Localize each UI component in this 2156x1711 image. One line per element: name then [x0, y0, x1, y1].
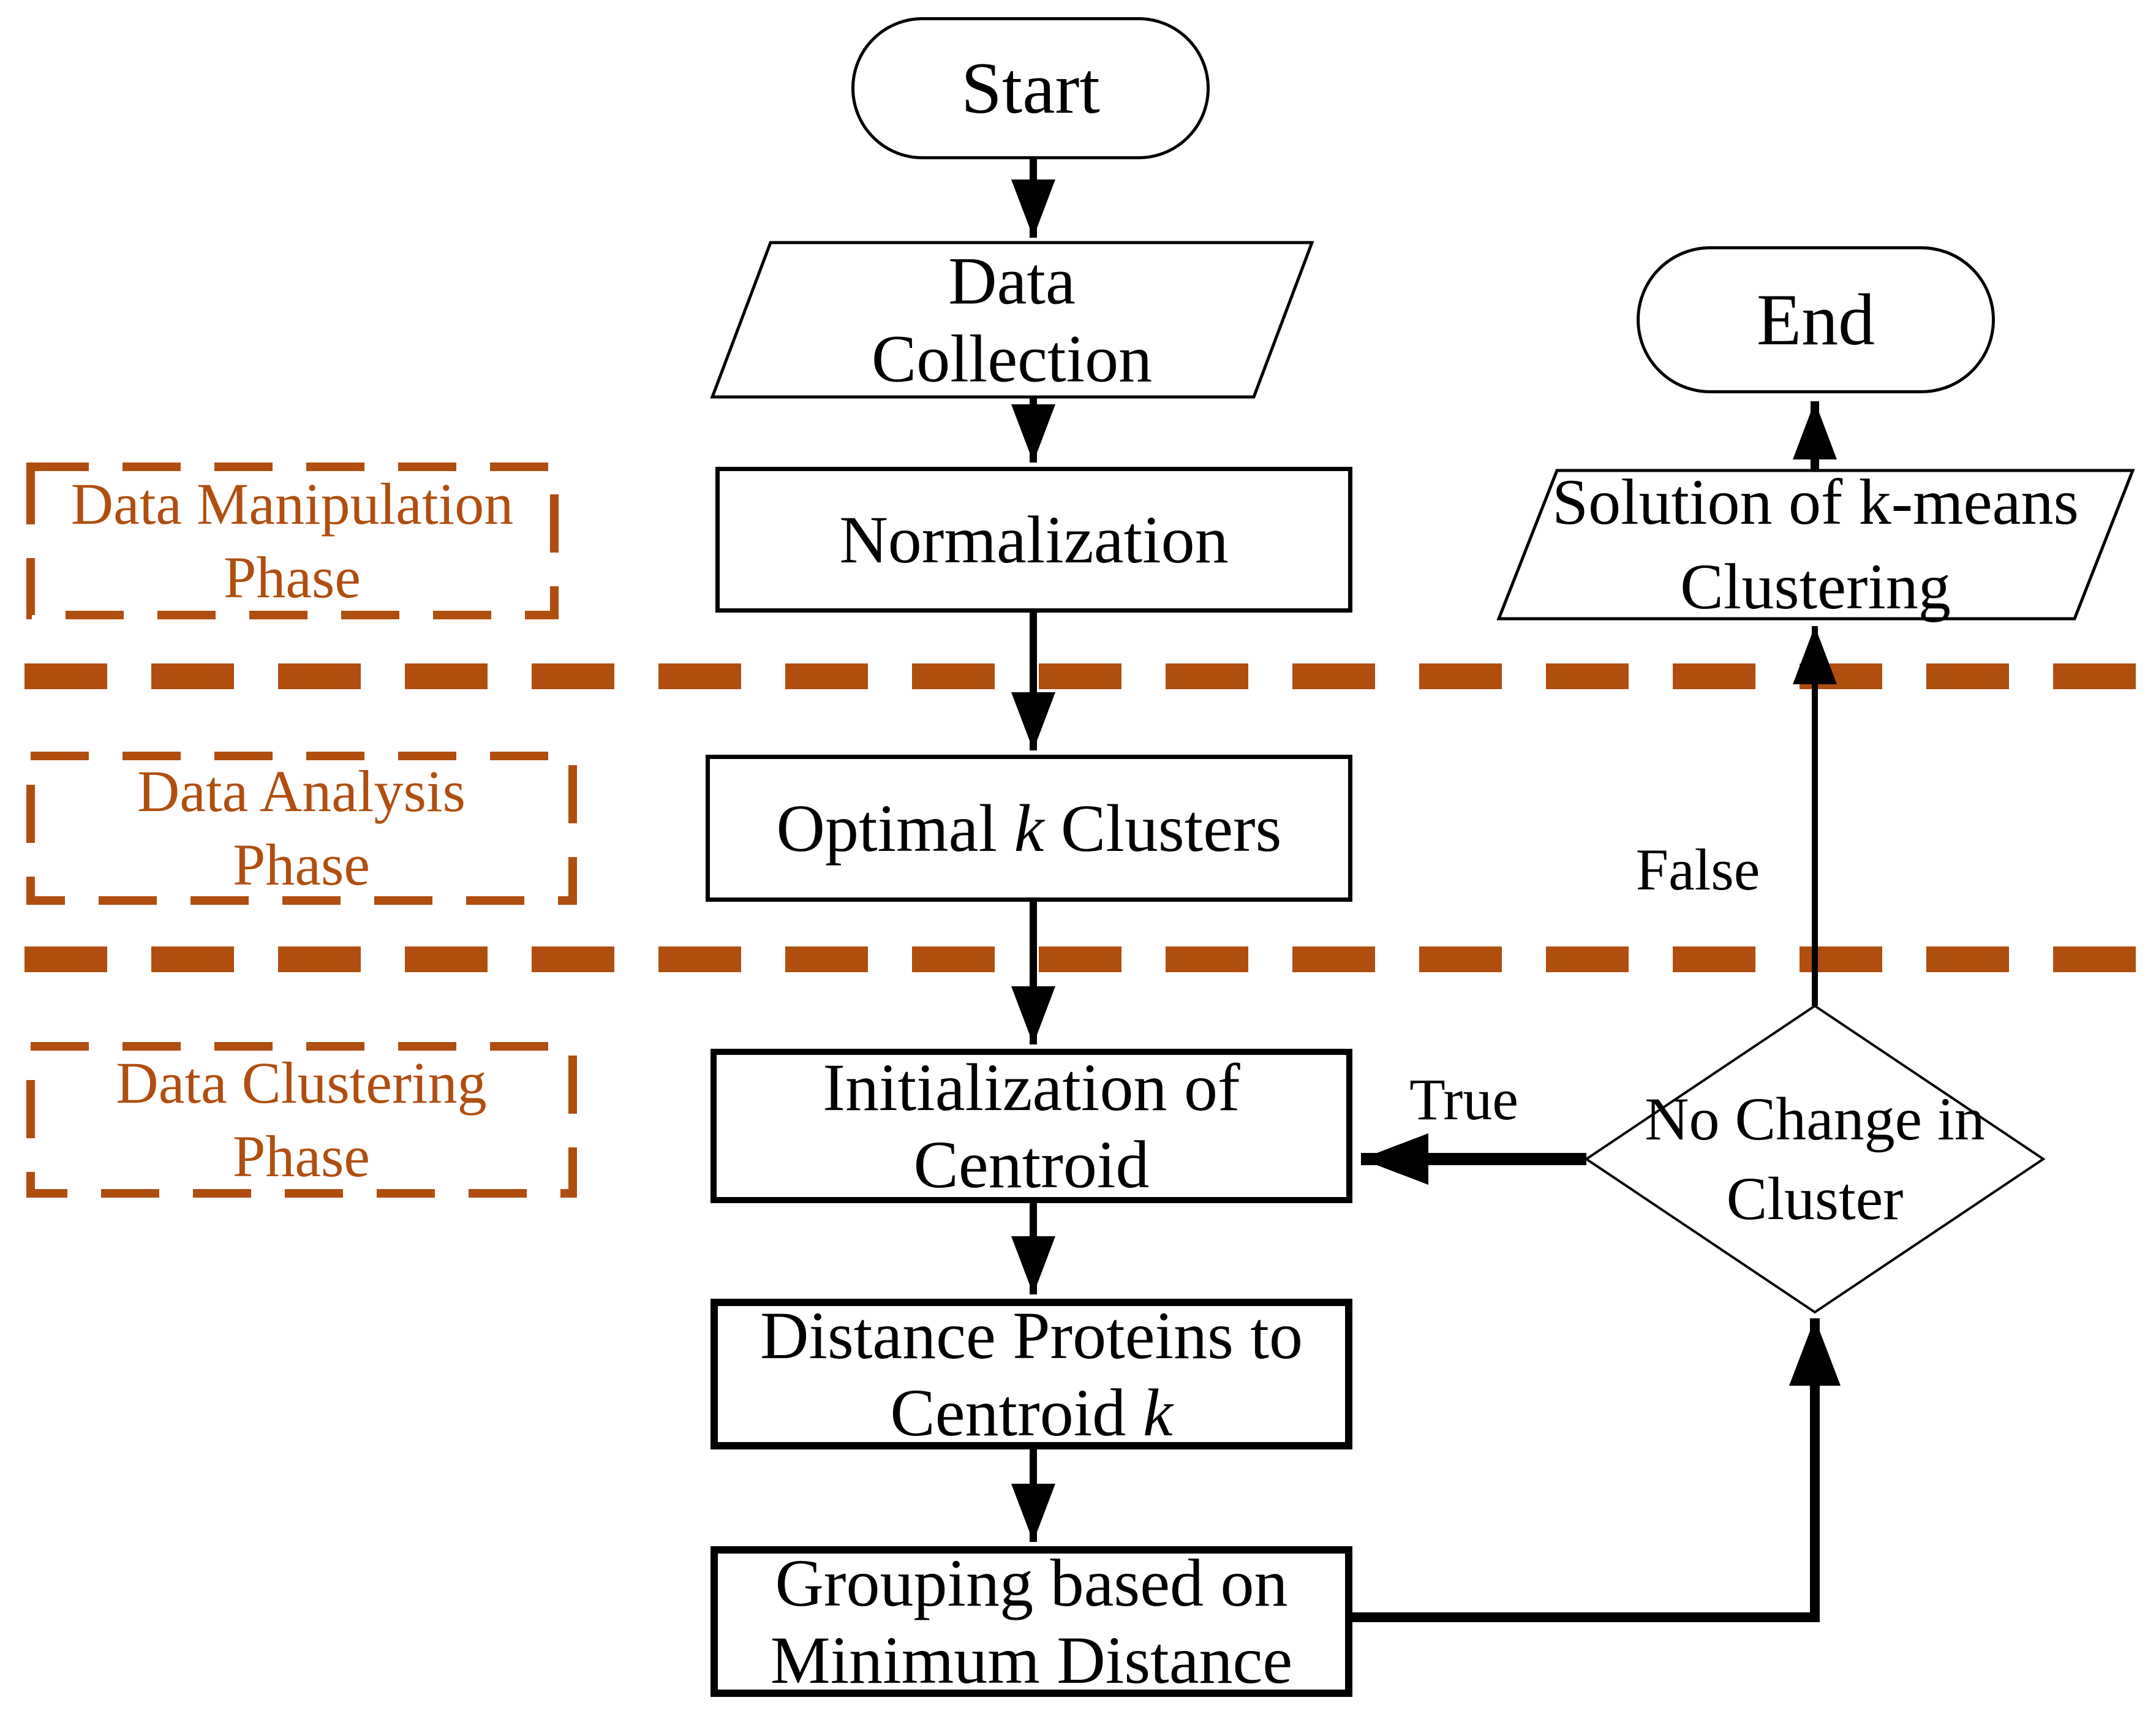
decision-label: No Change in Cluster [1645, 1085, 1985, 1233]
initialization-centroid-node: Initialization of Centroid [710, 1049, 1352, 1203]
normalization-node: Normalization [715, 467, 1352, 613]
optimal-k-node: Optimal k Clusters [706, 755, 1352, 902]
true-branch-label: True [1409, 1066, 1518, 1132]
phase-label-data-clustering: Data Clustering Phase [116, 1050, 487, 1189]
start-node: Start [851, 17, 1210, 159]
arrow-grouping-to-decision [1352, 1318, 1841, 1622]
phase-box-data-manipulation [26, 463, 559, 619]
phase-box-data-clustering [26, 1042, 577, 1198]
false-branch-label: False [1635, 836, 1760, 902]
initialization-label-line1: Initialization of [823, 1049, 1240, 1125]
normalization-label: Normalization [839, 502, 1229, 577]
decision-diamond [1584, 1004, 2046, 1314]
solution-label: Solution of k-means Clustering [1552, 466, 2079, 622]
solution-parallelogram [1496, 469, 2135, 621]
data-collection-label: Data Collection [871, 243, 1153, 396]
distance-label-line1: Distance Proteins to [760, 1297, 1303, 1373]
optimal-k-label: Optimal k Clusters [776, 790, 1282, 866]
phase-label-data-analysis: Data Analysis Phase [137, 758, 466, 897]
distance-proteins-node: Distance Proteins to Centroid k [710, 1297, 1352, 1450]
grouping-label-line2: Minimum Distance [770, 1623, 1293, 1698]
phase-box-data-analysis [26, 752, 577, 905]
start-label: Start [961, 47, 1100, 129]
end-node: End [1637, 246, 1995, 393]
phase-label-data-manipulation: Data Manipulation Phase [70, 471, 514, 610]
grouping-node: Grouping based on Minimum Distance [710, 1545, 1352, 1698]
initialization-label-line2: Centroid [913, 1127, 1150, 1202]
distance-label-line2: Centroid k [890, 1375, 1173, 1450]
end-label: End [1756, 279, 1875, 360]
data-collection-parallelogram [710, 241, 1314, 399]
grouping-label-line1: Grouping based on [775, 1545, 1288, 1620]
